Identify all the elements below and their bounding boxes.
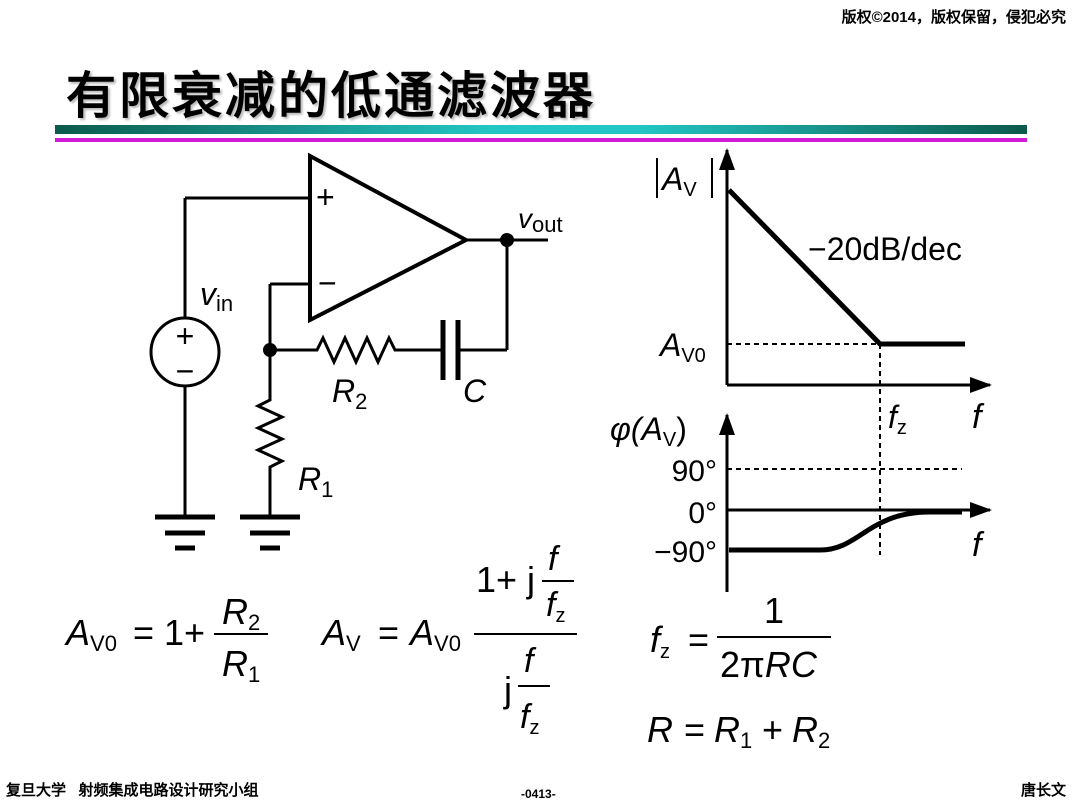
magnitude-plot: AV −20dB/dec AV0 fz f [656, 148, 992, 439]
svg-text:=: = [684, 709, 705, 750]
phase-response-curve [729, 509, 962, 553]
title-underline-teal [55, 125, 1027, 134]
ground-symbol-source [155, 514, 215, 551]
fz-marker-label: fz [888, 399, 907, 439]
source-plus-sign: + [176, 318, 195, 354]
footer-organization: 复旦大学 射频集成电路设计研究小组 [6, 782, 259, 799]
page-title: 有限衰减的低通滤波器 [66, 66, 596, 125]
footer-page-number: -0413- [521, 787, 556, 801]
phase-x-label: f [972, 526, 985, 564]
feedback-node [263, 343, 277, 357]
svg-text:f: f [548, 540, 561, 578]
svg-text:R2: R2 [792, 709, 830, 753]
capacitor-label: C [463, 373, 487, 409]
magnitude-y-label: AV [660, 161, 697, 201]
svg-text:1+ j: 1+ j [476, 559, 535, 600]
circuit: + − vout C R2 R1 [149, 152, 563, 551]
phase-tick-minus90: −90° [654, 536, 717, 569]
av0-level-label: AV0 [658, 327, 706, 367]
title-underline-magenta [55, 138, 1027, 142]
svg-text:fz: fz [650, 619, 670, 663]
phase-tick-90: 90° [672, 455, 717, 488]
source-minus-sign: − [176, 353, 195, 389]
svg-text:2πRC: 2πRC [720, 644, 818, 685]
svg-text:fz: fz [546, 586, 565, 627]
ground-symbol-r1 [240, 514, 300, 551]
voltage-source-vin: + − [149, 316, 221, 389]
equation-fz: fz = 1 2πRC [650, 590, 831, 685]
phase-tick-0: 0° [688, 497, 717, 530]
svg-text:R2: R2 [222, 591, 260, 635]
svg-text:R1: R1 [714, 709, 752, 753]
opamp-triangle [308, 152, 471, 324]
resistor-r2-label: R2 [332, 373, 367, 414]
phase-y-label: φ(AV) [610, 411, 687, 451]
svg-text:+: + [762, 709, 783, 750]
resistor-r2 [270, 334, 400, 366]
opamp-minus-sign: − [318, 265, 337, 301]
magnitude-response-curve [727, 188, 965, 347]
opamp-plus-sign: + [316, 179, 335, 215]
svg-text:=: = [378, 612, 399, 653]
copyright-notice: 版权©2014，版权保留，侵犯必究 [841, 9, 1066, 26]
magnitude-x-label: f [972, 398, 985, 436]
svg-text:AV0: AV0 [64, 612, 117, 656]
svg-text:fz: fz [520, 698, 539, 739]
capacitor-c [440, 320, 461, 380]
equation-r: R = R1 + R2 [647, 709, 830, 753]
svg-text:f: f [524, 642, 537, 680]
resistor-r1 [254, 395, 286, 515]
phase-plot: φ(AV) 90° 0° −90° f [610, 411, 992, 592]
svg-text:R: R [647, 709, 673, 750]
svg-text:AV0: AV0 [408, 612, 461, 656]
svg-text:= 1+: = 1+ [133, 612, 205, 653]
resistor-r1-label: R1 [298, 461, 333, 502]
svg-text:1: 1 [764, 590, 784, 631]
svg-text:=: = [688, 619, 709, 660]
svg-text:R1: R1 [222, 643, 260, 687]
svg-text:AV: AV [320, 612, 361, 656]
vout-label: vout [518, 203, 563, 237]
svg-text:j: j [503, 669, 512, 710]
equation-av: AV = AV0 1+ j f fz j f fz [320, 540, 577, 739]
vin-label: vin [200, 276, 233, 316]
slope-label: −20dB/dec [808, 231, 962, 267]
equation-av0: AV0 = 1+ R2 R1 [64, 591, 268, 687]
footer-author: 唐长文 [1020, 782, 1066, 799]
